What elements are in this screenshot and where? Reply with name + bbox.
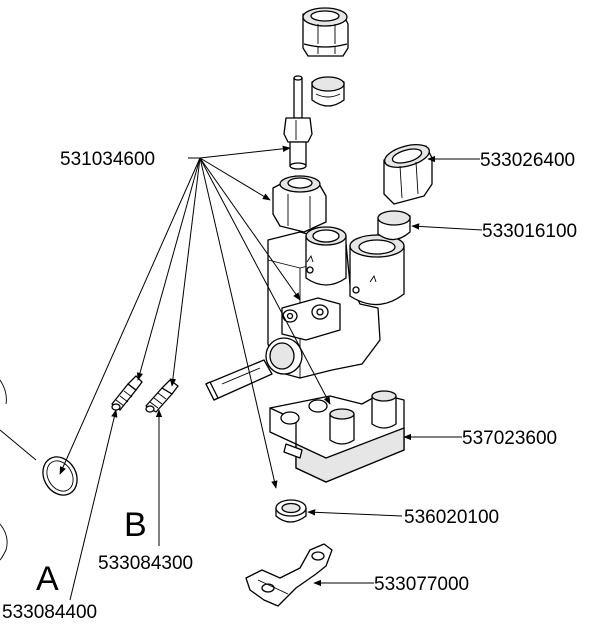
top-fitting-nut [302, 7, 349, 57]
injector-letter-a: A [36, 560, 59, 598]
washer [275, 499, 307, 523]
part-code-531034600: 531034600 [60, 149, 155, 170]
part-code-537023600: 537023600 [462, 428, 557, 449]
seal-ring [42, 456, 78, 496]
cropped-left-parts [0, 379, 37, 561]
injector-a [111, 375, 143, 411]
thermocouple-pin [283, 75, 313, 170]
leader-lines [59, 145, 483, 601]
part-code-533026400: 533026400 [480, 150, 575, 171]
injector-b [145, 379, 179, 413]
right-olive-ring [377, 210, 411, 241]
top-olive-ring [311, 76, 345, 107]
part-code-533016100: 533016100 [482, 221, 577, 242]
part-code-533084400: 533084400 [2, 602, 97, 623]
control-spindle [205, 359, 273, 401]
part-code-536020100: 536020100 [404, 507, 499, 528]
right-outlet-nut [383, 144, 433, 205]
part-code-533077000: 533077000 [374, 574, 469, 595]
part-code-533084300: 533084300 [98, 553, 193, 574]
retaining-clip [245, 543, 333, 607]
injector-letter-b: B [124, 506, 147, 544]
valve-body [265, 175, 405, 379]
mounting-bracket [269, 390, 405, 483]
